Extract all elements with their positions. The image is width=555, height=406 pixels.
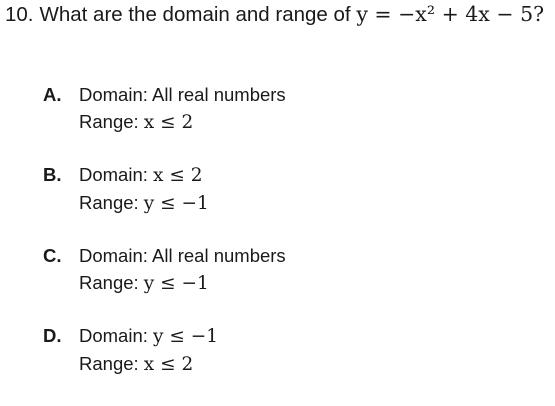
range-line: Range: y ≤ −1 [79, 269, 286, 297]
question-text: What are the domain and range of [39, 3, 357, 26]
range-label: Range: [79, 192, 139, 213]
domain-label: Domain: [79, 84, 148, 105]
range-value: y ≤ −1 [143, 273, 209, 294]
choice-a[interactable]: A. Domain: All real numbers Range: x ≤ 2 [43, 81, 286, 136]
domain-value: x ≤ 2 [153, 165, 203, 186]
choice-d[interactable]: D. Domain: y ≤ −1 Range: x ≤ 2 [43, 322, 218, 378]
domain-line: Domain: x ≤ 2 [79, 161, 209, 189]
domain-value: y ≤ −1 [153, 326, 219, 347]
question-equation: y = −x² + 4x − 5? [356, 2, 545, 26]
choice-b[interactable]: B. Domain: x ≤ 2 Range: y ≤ −1 [43, 161, 209, 217]
range-line: Range: y ≤ −1 [79, 189, 209, 217]
range-label: Range: [79, 272, 139, 293]
choice-letter: B. [43, 164, 62, 185]
domain-value: All real numbers [152, 245, 286, 266]
choice-letter: D. [43, 325, 62, 346]
domain-line: Domain: All real numbers [79, 81, 286, 108]
domain-value: All real numbers [152, 84, 286, 105]
domain-label: Domain: [79, 245, 148, 266]
range-label: Range: [79, 111, 139, 132]
domain-line: Domain: All real numbers [79, 242, 286, 269]
domain-label: Domain: [79, 325, 148, 346]
choice-letter: C. [43, 245, 62, 266]
choice-letter: A. [43, 84, 62, 105]
question-number: 10. [5, 3, 34, 26]
question-stem: 10.What are the domain and range of y = … [5, 1, 544, 28]
choice-c[interactable]: C. Domain: All real numbers Range: y ≤ −… [43, 242, 286, 297]
range-value: y ≤ −1 [143, 193, 209, 214]
range-value: x ≤ 2 [143, 112, 194, 133]
range-value: x ≤ 2 [143, 354, 194, 375]
range-label: Range: [79, 353, 139, 374]
range-line: Range: x ≤ 2 [79, 108, 286, 136]
domain-line: Domain: y ≤ −1 [79, 322, 218, 350]
range-line: Range: x ≤ 2 [79, 350, 218, 378]
domain-label: Domain: [79, 164, 148, 185]
